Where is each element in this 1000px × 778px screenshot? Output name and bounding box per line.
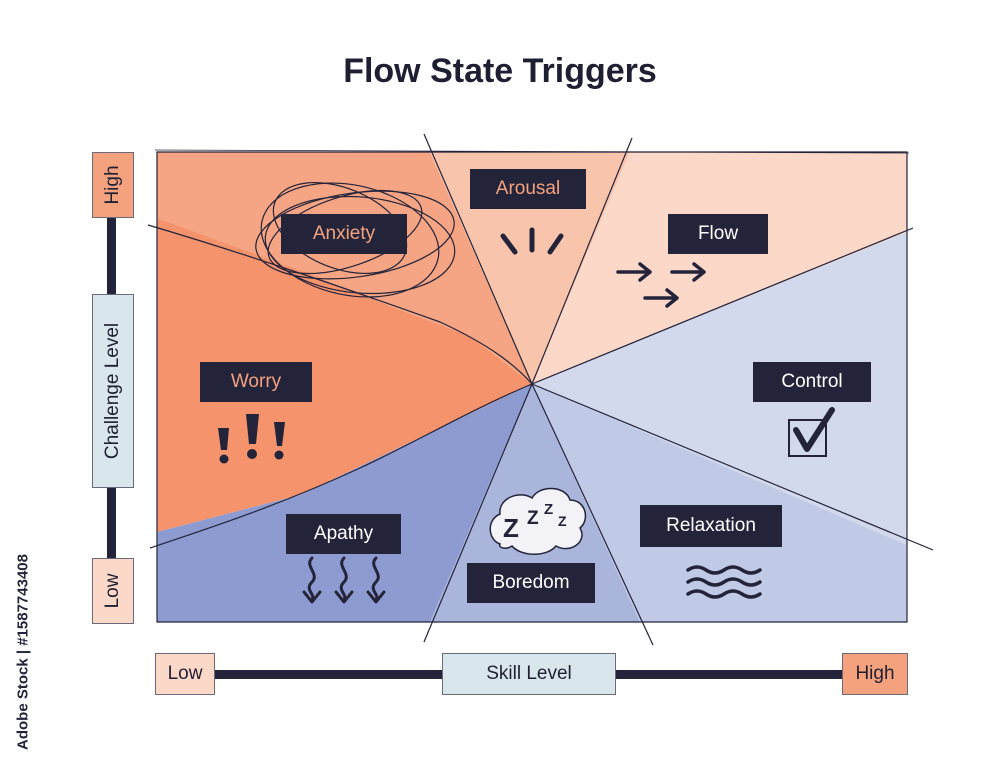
zone-label-control: Control [753, 362, 871, 402]
waves-icon [686, 565, 762, 599]
zone-control-region [532, 232, 907, 545]
zone-label-arousal: Arousal [470, 169, 586, 209]
wavy-down-arrows-icon [302, 556, 386, 604]
x-axis-label: Skill Level [442, 653, 616, 695]
watermark-credit: Adobe Stock | #1587743408 [14, 532, 32, 772]
zzz-cloud-icon: Z Z Z Z [489, 487, 587, 555]
y-axis-label: Challenge Level [92, 294, 134, 488]
zone-flow-region [532, 152, 907, 384]
zone-label-worry: Worry [200, 362, 312, 402]
y-axis-low-text: Low [102, 573, 123, 609]
arrows-right-icon [616, 262, 706, 308]
zone-label-relaxation: Relaxation [640, 505, 782, 547]
zone-label-apathy: Apathy [286, 514, 401, 554]
exclamation-marks-icon [218, 414, 285, 464]
y-axis-high-text: High [102, 165, 123, 205]
svg-text:Z: Z [527, 508, 539, 529]
diagram-frame [147, 133, 934, 646]
zone-apathy-region [157, 384, 532, 622]
x-axis-low: Low [155, 653, 215, 695]
diagram-title: Flow State Triggers [343, 52, 657, 90]
zone-label-boredom: Boredom [467, 563, 595, 603]
svg-text:Z: Z [558, 513, 567, 529]
zone-label-flow: Flow [668, 214, 768, 254]
x-axis-high: High [842, 653, 908, 695]
watermark-text: Adobe Stock | #1587743408 [14, 554, 32, 750]
zone-label-anxiety: Anxiety [281, 214, 407, 254]
svg-text:Z: Z [503, 513, 519, 543]
y-axis-label-text: Challenge Level [102, 322, 123, 460]
y-axis-high: High [92, 152, 134, 218]
checkbox-checked-icon [788, 407, 835, 457]
zone-relaxation-region [532, 384, 907, 622]
zone-arousal-region [430, 152, 630, 384]
scribble-icon [255, 181, 456, 298]
svg-text:Z: Z [544, 501, 553, 518]
burst-lines-icon [500, 227, 564, 255]
y-axis-low: Low [92, 558, 134, 624]
